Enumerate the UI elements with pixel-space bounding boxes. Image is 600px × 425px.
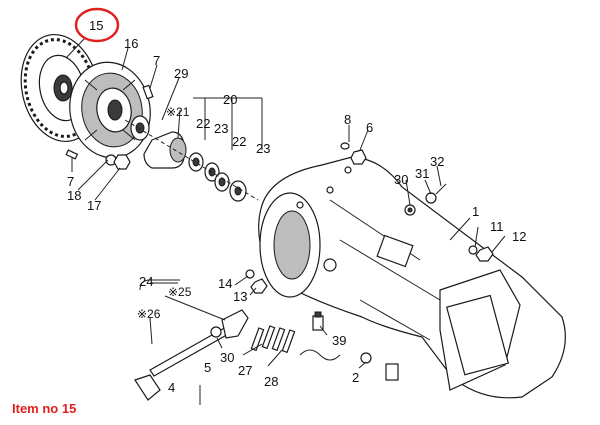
label-39: 39 — [332, 333, 346, 348]
bolt-17 — [113, 154, 131, 170]
highlight-circle[interactable] — [74, 7, 120, 43]
clutch-housing[interactable] — [258, 156, 566, 399]
bolt-14-13 — [245, 269, 268, 294]
label-25: ※25 — [168, 285, 192, 299]
label-8: 8 — [344, 112, 351, 127]
axis-line — [124, 119, 259, 201]
lever-5-4 — [134, 374, 201, 405]
label-21: ※21 — [166, 105, 190, 119]
label-28: 28 — [264, 374, 278, 389]
leader-lines — [65, 37, 506, 369]
label-5: 5 — [204, 360, 211, 375]
plug-2 — [360, 352, 399, 381]
pin-7-upper — [142, 84, 154, 100]
label-2: 2 — [352, 370, 359, 385]
release-fork-25[interactable] — [210, 309, 249, 339]
parts-30-31-32 — [404, 183, 447, 216]
label-6: 6 — [366, 120, 373, 135]
bushing-23-b — [229, 180, 247, 202]
bushing-22-a — [188, 152, 204, 172]
release-hub-21[interactable] — [143, 131, 187, 169]
label-7-upper: 7 — [153, 53, 160, 68]
label-15[interactable]: 15 — [89, 18, 103, 33]
label-12: 12 — [512, 229, 526, 244]
label-7-lower: 7 — [67, 174, 74, 189]
label-32: 32 — [430, 154, 444, 169]
label-20: 20 — [223, 92, 237, 107]
pins-27-28 — [250, 325, 341, 361]
label-1: 1 — [472, 204, 479, 219]
label-29: 29 — [174, 66, 188, 81]
label-4: 4 — [168, 380, 175, 395]
label-11: 11 — [490, 219, 504, 234]
label-22-b: 22 — [232, 134, 246, 149]
label-23-b: 23 — [256, 141, 270, 156]
label-24: 24 — [139, 274, 153, 289]
pin-7-lower — [65, 149, 79, 160]
label-23-a: 23 — [214, 121, 228, 136]
label-13: 13 — [233, 289, 247, 304]
label-30-top: 30 — [394, 172, 408, 187]
nut-11-12 — [468, 245, 494, 262]
label-30-bottom: 30 — [220, 350, 234, 365]
label-22-a: 22 — [196, 116, 210, 131]
label-27: 27 — [238, 363, 252, 378]
label-31: 31 — [415, 166, 429, 181]
release-bearing-29[interactable] — [130, 115, 150, 141]
label-18: 18 — [67, 188, 81, 203]
pressure-plate[interactable] — [62, 56, 157, 164]
item-caption: Item no 15 — [12, 401, 77, 416]
label-16: 16 — [124, 36, 138, 51]
label-17: 17 — [87, 198, 101, 213]
label-14: 14 — [218, 276, 232, 291]
label-26: ※26 — [137, 307, 161, 321]
fitting-39 — [312, 311, 324, 331]
bolt-8-6 — [340, 142, 367, 165]
